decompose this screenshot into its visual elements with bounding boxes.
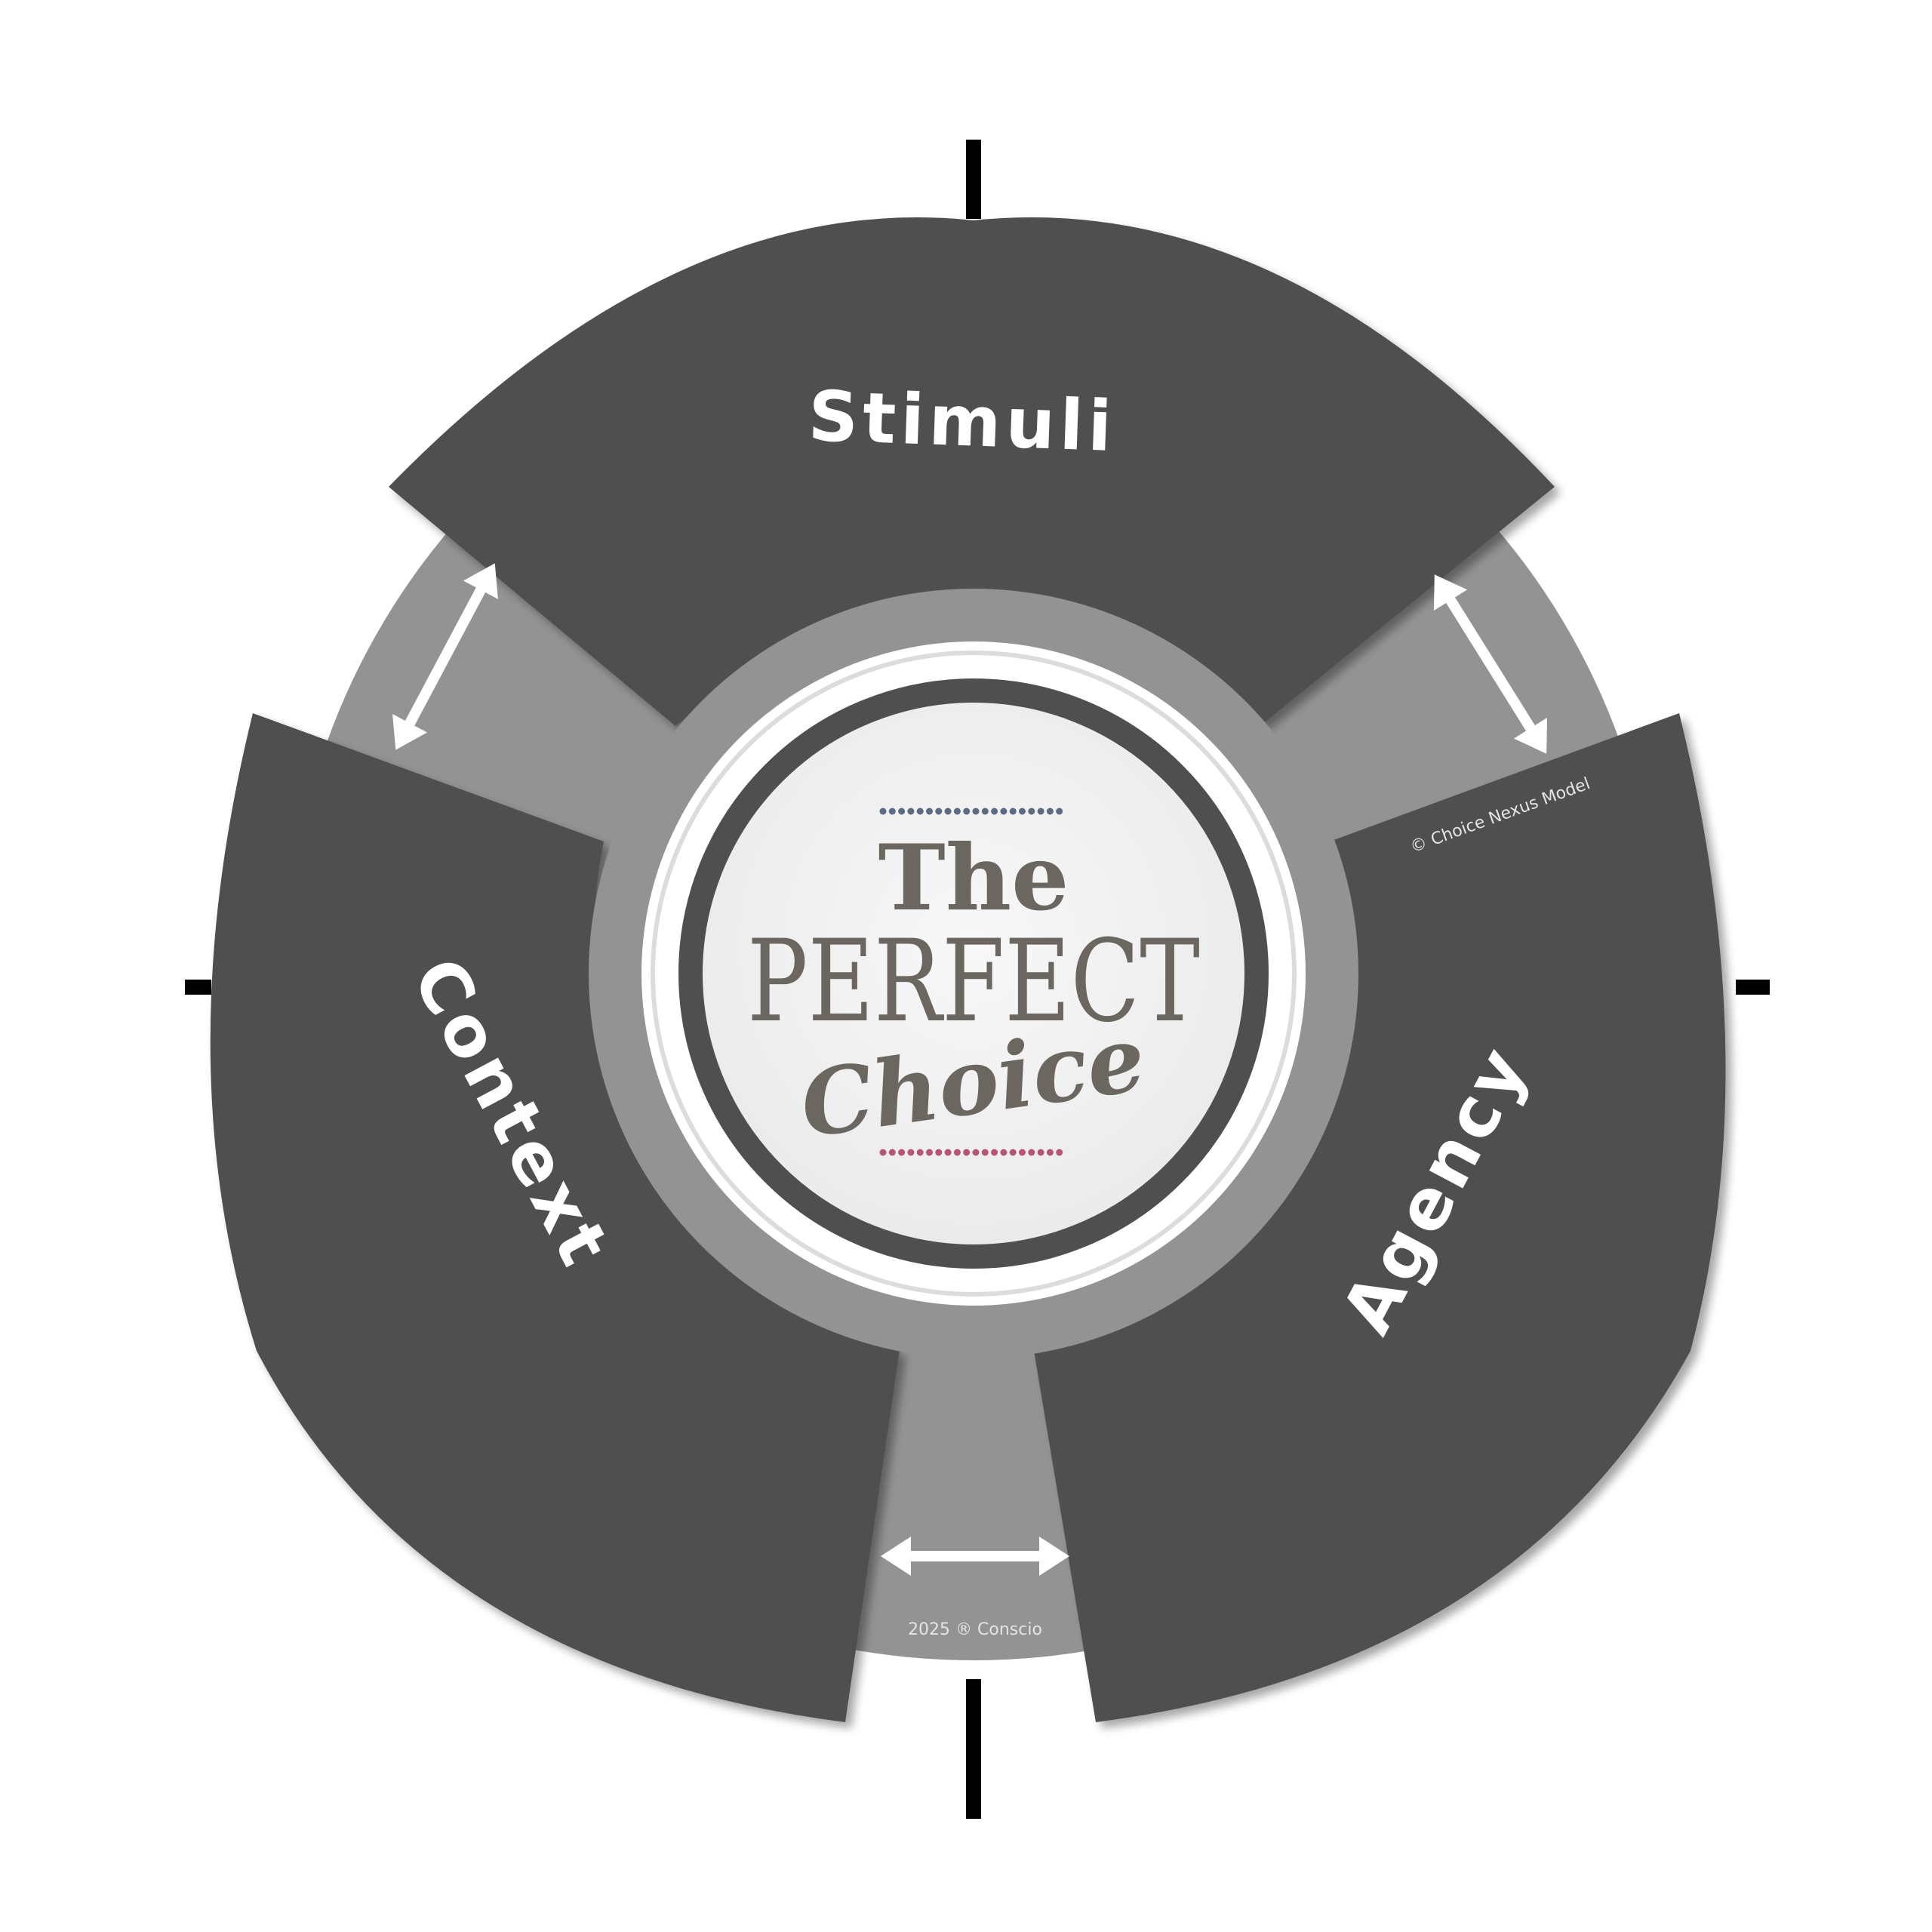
- decorative-dot: [1046, 808, 1054, 815]
- decorative-dot: [879, 808, 887, 815]
- decorative-dot: [926, 1149, 933, 1156]
- dots-bottom: [879, 1149, 1063, 1156]
- decorative-dot: [898, 808, 906, 815]
- decorative-dot: [1019, 1149, 1026, 1156]
- decorative-dot: [944, 1149, 952, 1156]
- decorative-dot: [953, 808, 961, 815]
- decorative-dot: [1000, 1149, 1008, 1156]
- decorative-dot: [898, 1149, 906, 1156]
- decorative-dot: [907, 1149, 915, 1156]
- decorative-dot: [953, 1149, 961, 1156]
- segment-agency: [1034, 713, 1726, 1722]
- dots-top: [879, 808, 1063, 815]
- center-line-the: The: [878, 825, 1069, 931]
- decorative-dot: [963, 1149, 971, 1156]
- arrow-right-upper: [1433, 574, 1548, 754]
- decorative-dot: [888, 808, 896, 815]
- decorative-dot: [981, 1149, 989, 1156]
- arrow-left-upper: [392, 563, 498, 750]
- decorative-dot: [1019, 808, 1026, 815]
- decorative-dot: [1009, 808, 1017, 815]
- decorative-dot: [991, 808, 998, 815]
- decorative-dot: [1028, 1149, 1035, 1156]
- decorative-dot: [916, 808, 924, 815]
- center-line-perfect: PERFECT: [747, 916, 1200, 1048]
- decorative-dot: [972, 808, 980, 815]
- segment-stimuli: [389, 217, 1555, 726]
- decorative-dot: [972, 1149, 980, 1156]
- label-stimuli: Stimuli: [807, 376, 1118, 467]
- decorative-dot: [935, 1149, 943, 1156]
- copyright-text: 2025 ® Conscio: [908, 1620, 1042, 1639]
- decorative-dot: [981, 808, 989, 815]
- decorative-dot: [1009, 1149, 1017, 1156]
- decorative-dot: [879, 1149, 887, 1156]
- decorative-dot: [991, 1149, 998, 1156]
- decorative-dot: [926, 808, 933, 815]
- decorative-dot: [944, 808, 952, 815]
- decorative-dot: [963, 808, 971, 815]
- center-disc: [678, 678, 1269, 1269]
- decorative-dot: [1056, 808, 1063, 815]
- decorative-dot: [1028, 808, 1035, 815]
- decorative-dot: [907, 808, 915, 815]
- arrow-bottom: [881, 1537, 1069, 1576]
- segment-context: [210, 713, 900, 1722]
- decorative-dot: [888, 1149, 896, 1156]
- decorative-dot: [1037, 1149, 1044, 1156]
- decorative-dot: [1000, 808, 1008, 815]
- decorative-dot: [916, 1149, 924, 1156]
- inner-white-ring-edge: [651, 651, 1297, 1297]
- decorative-dot: [1056, 1149, 1063, 1156]
- decorative-dot: [1046, 1149, 1054, 1156]
- decorative-dot: [935, 808, 943, 815]
- decorative-dot: [1037, 808, 1044, 815]
